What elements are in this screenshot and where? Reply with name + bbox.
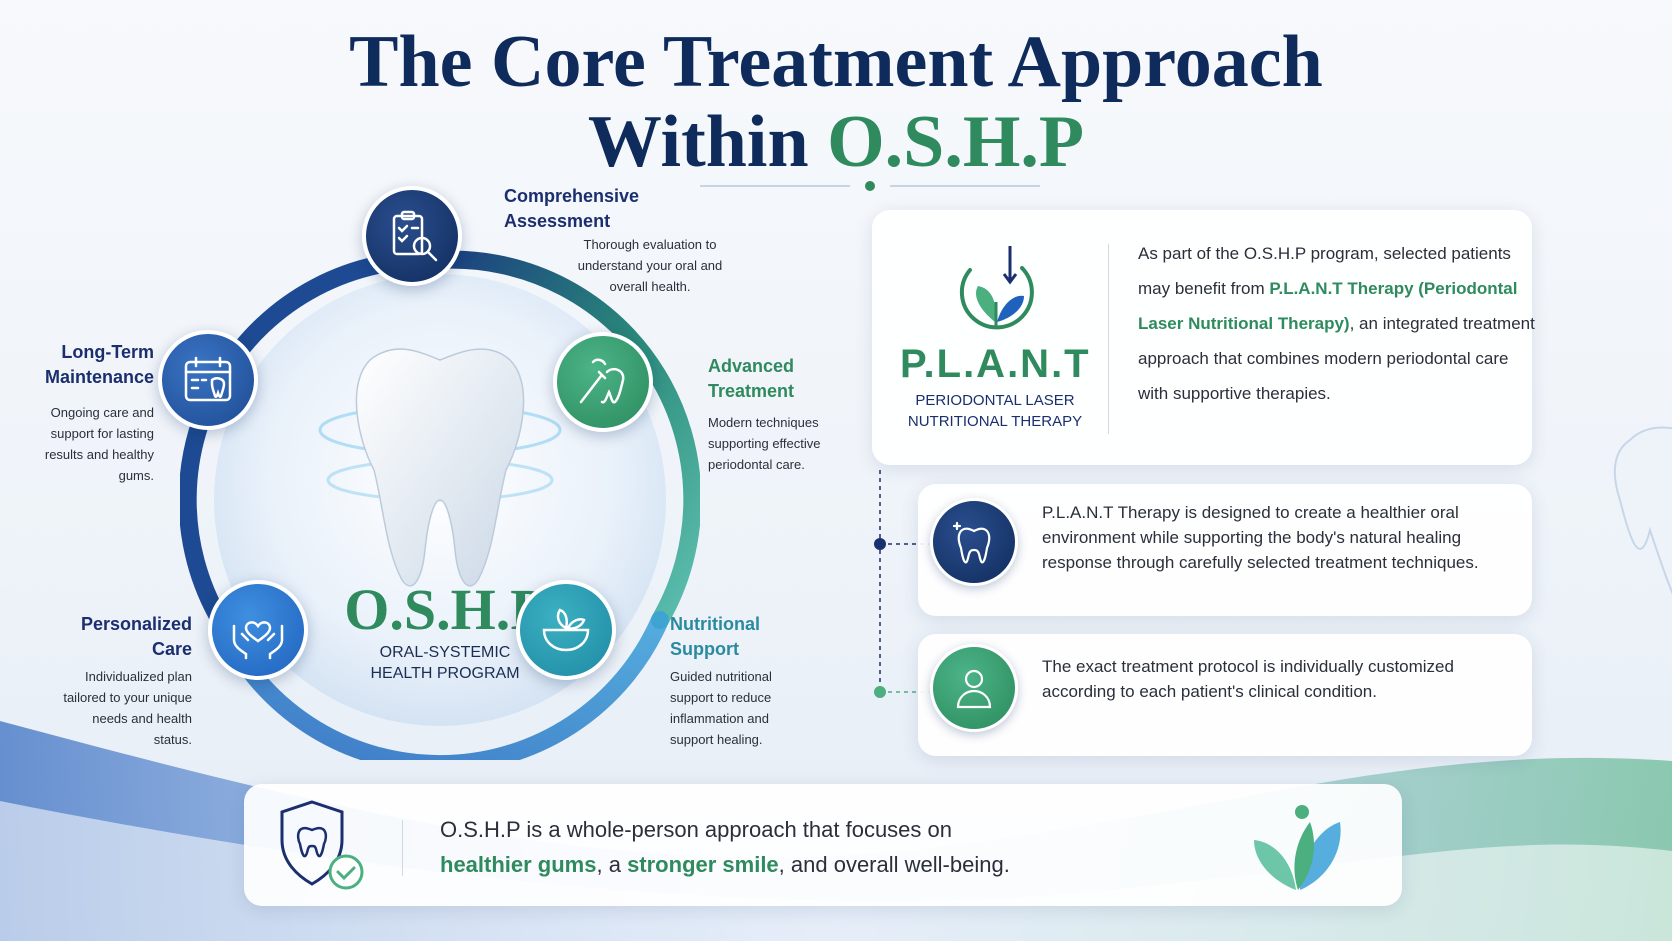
maintenance-desc-line-2: support for lasting [50,426,154,441]
maintenance-node [158,330,258,430]
info-card-1-icon [930,498,1018,586]
tooth-icon [318,348,562,587]
assessment-title-line-1: Comprehensive [504,186,640,206]
plant-text-highlight: P.L.A.N.T Therapy (Periodontal Laser Nut… [1138,279,1518,333]
bottom-line-2: healthier gums, a stronger smile, and ov… [440,847,1160,882]
plant-leaf-laser-icon [959,246,1034,330]
center-subtitle-line-2: HEALTH PROGRAM [370,665,520,682]
hands-heart-icon [232,621,284,660]
bottom-line-1: O.S.H.P is a whole-person approach that … [440,817,952,842]
plant-subtitle-line-1: PERIODONTAL LASER [915,392,1075,409]
bottom-text-3: , and overall well-being. [778,852,1010,877]
personalized-title-line-2: Care [151,639,192,659]
plant-text-part-3: , an integrated treatment approach that … [1138,314,1535,403]
assessment-desc-line-1: Thorough evaluation to [583,237,717,252]
nutrition-title-line-2: Support [670,639,739,659]
treatment-desc: Modern techniques supporting effective p… [708,412,858,475]
bottom-banner [244,784,1402,906]
info-card-2-icon [930,644,1018,732]
plant-divider [1108,244,1109,434]
assessment-title: Comprehensive Assessment [504,184,639,234]
wellness-leaf-icon [1254,805,1341,890]
bottom-divider [402,820,403,876]
personalized-desc-line-3: needs and health [92,711,192,726]
treatment-title: Advanced Treatment [708,354,794,404]
info-card-2-text: The exact treatment protocol is individu… [1042,657,1454,701]
personalized-title-line-1: Personalized [80,614,192,634]
center-program-subtitle: ORAL-SYSTEMIC HEALTH PROGRAM [340,642,550,684]
title-line-2: Within O.S.H.P [0,102,1672,182]
treatment-desc-line-1: Modern techniques [708,415,819,430]
bowl-leaf-icon [542,608,590,652]
treatment-desc-line-2: supporting effective [708,436,821,451]
personalized-title: Personalized Care [60,612,192,662]
page-title: The Core Treatment Approach Within O.S.H… [0,22,1672,182]
treatment-title-line-2: Treatment [708,381,795,401]
info-card-1 [918,484,1532,616]
plant-text-part-1: As part of the O.S.H.P program, selected… [1138,244,1511,298]
nutrition-title-line-1: Nutritional [670,614,760,634]
treatment-node [553,332,653,432]
center-program-name: O.S.H.P [344,577,546,642]
title-line-1: The Core Treatment Approach [349,21,1323,103]
center-subtitle-line-1: ORAL-SYSTEMIC [379,644,511,661]
tooth-sparkle-icon [952,521,991,564]
bottom-message: O.S.H.P is a whole-person approach that … [440,812,1160,882]
nutrition-desc-line-4: support healing. [670,732,763,747]
nutrition-desc: Guided nutritional support to reduce inf… [670,666,820,750]
treatment-desc-line-3: periodontal care. [708,457,805,472]
treatment-title-line-1: Advanced [708,356,795,376]
clipboard-search-icon [392,210,438,262]
nutrition-desc-line-2: support to reduce [670,690,772,705]
decorative-tooth-icon [1613,426,1672,595]
maintenance-desc: Ongoing care and support for lasting res… [20,402,154,486]
bottom-text-2: , a [596,852,628,877]
dental-tool-icon [579,358,625,404]
nutrition-title: Nutritional Support [670,612,760,662]
nutrition-node [516,580,616,680]
plant-card [872,210,1532,465]
personalized-node [208,580,308,680]
plant-wordmark: P.L.A.N.T [900,342,1091,386]
assessment-desc-line-3: overall health. [609,279,691,294]
assessment-node [362,186,462,286]
title-line-2-prefix: Within [587,101,828,183]
calendar-tooth-icon [184,356,232,402]
personalized-desc-line-1: Individualized plan [85,669,192,684]
title-divider [700,181,1040,191]
nutrition-desc-line-1: Guided nutritional [670,669,772,684]
assessment-title-line-2: Assessment [504,211,611,231]
nutrition-desc-line-3: inflammation and [670,711,769,726]
maintenance-desc-line-1: Ongoing care and [50,405,154,420]
maintenance-title-line-2: Maintenance [44,367,154,387]
bottom-highlight-2: stronger smile [627,852,779,877]
plant-subtitle-line-2: NUTRITIONAL THERAPY [907,413,1083,430]
info-card-1-text: P.L.A.N.T Therapy is designed to create … [1042,503,1479,572]
assessment-desc: Thorough evaluation to understand your o… [550,234,750,297]
plant-description: As part of the O.S.H.P program, selected… [1138,236,1538,411]
title-highlight: O.S.H.P [827,101,1085,183]
bottom-highlight-1: healthier gums [440,852,597,877]
personalized-desc: Individualized plan tailored to your uni… [30,666,192,750]
maintenance-title-line-1: Long-Term [61,342,154,362]
plant-subtitle: PERIODONTAL LASER NUTRITIONAL THERAPY [890,390,1100,432]
assessment-desc-line-2: understand your oral and [577,258,723,273]
maintenance-desc-line-4: gums. [118,468,154,483]
personalized-desc-line-2: tailored to your unique [63,690,192,705]
person-icon [956,669,992,709]
maintenance-desc-line-3: results and healthy [44,447,154,462]
shield-tooth-check-icon [280,800,364,890]
info-card-2 [918,634,1532,756]
personalized-desc-line-4: status. [153,732,192,747]
maintenance-title: Long-Term Maintenance [20,340,154,390]
